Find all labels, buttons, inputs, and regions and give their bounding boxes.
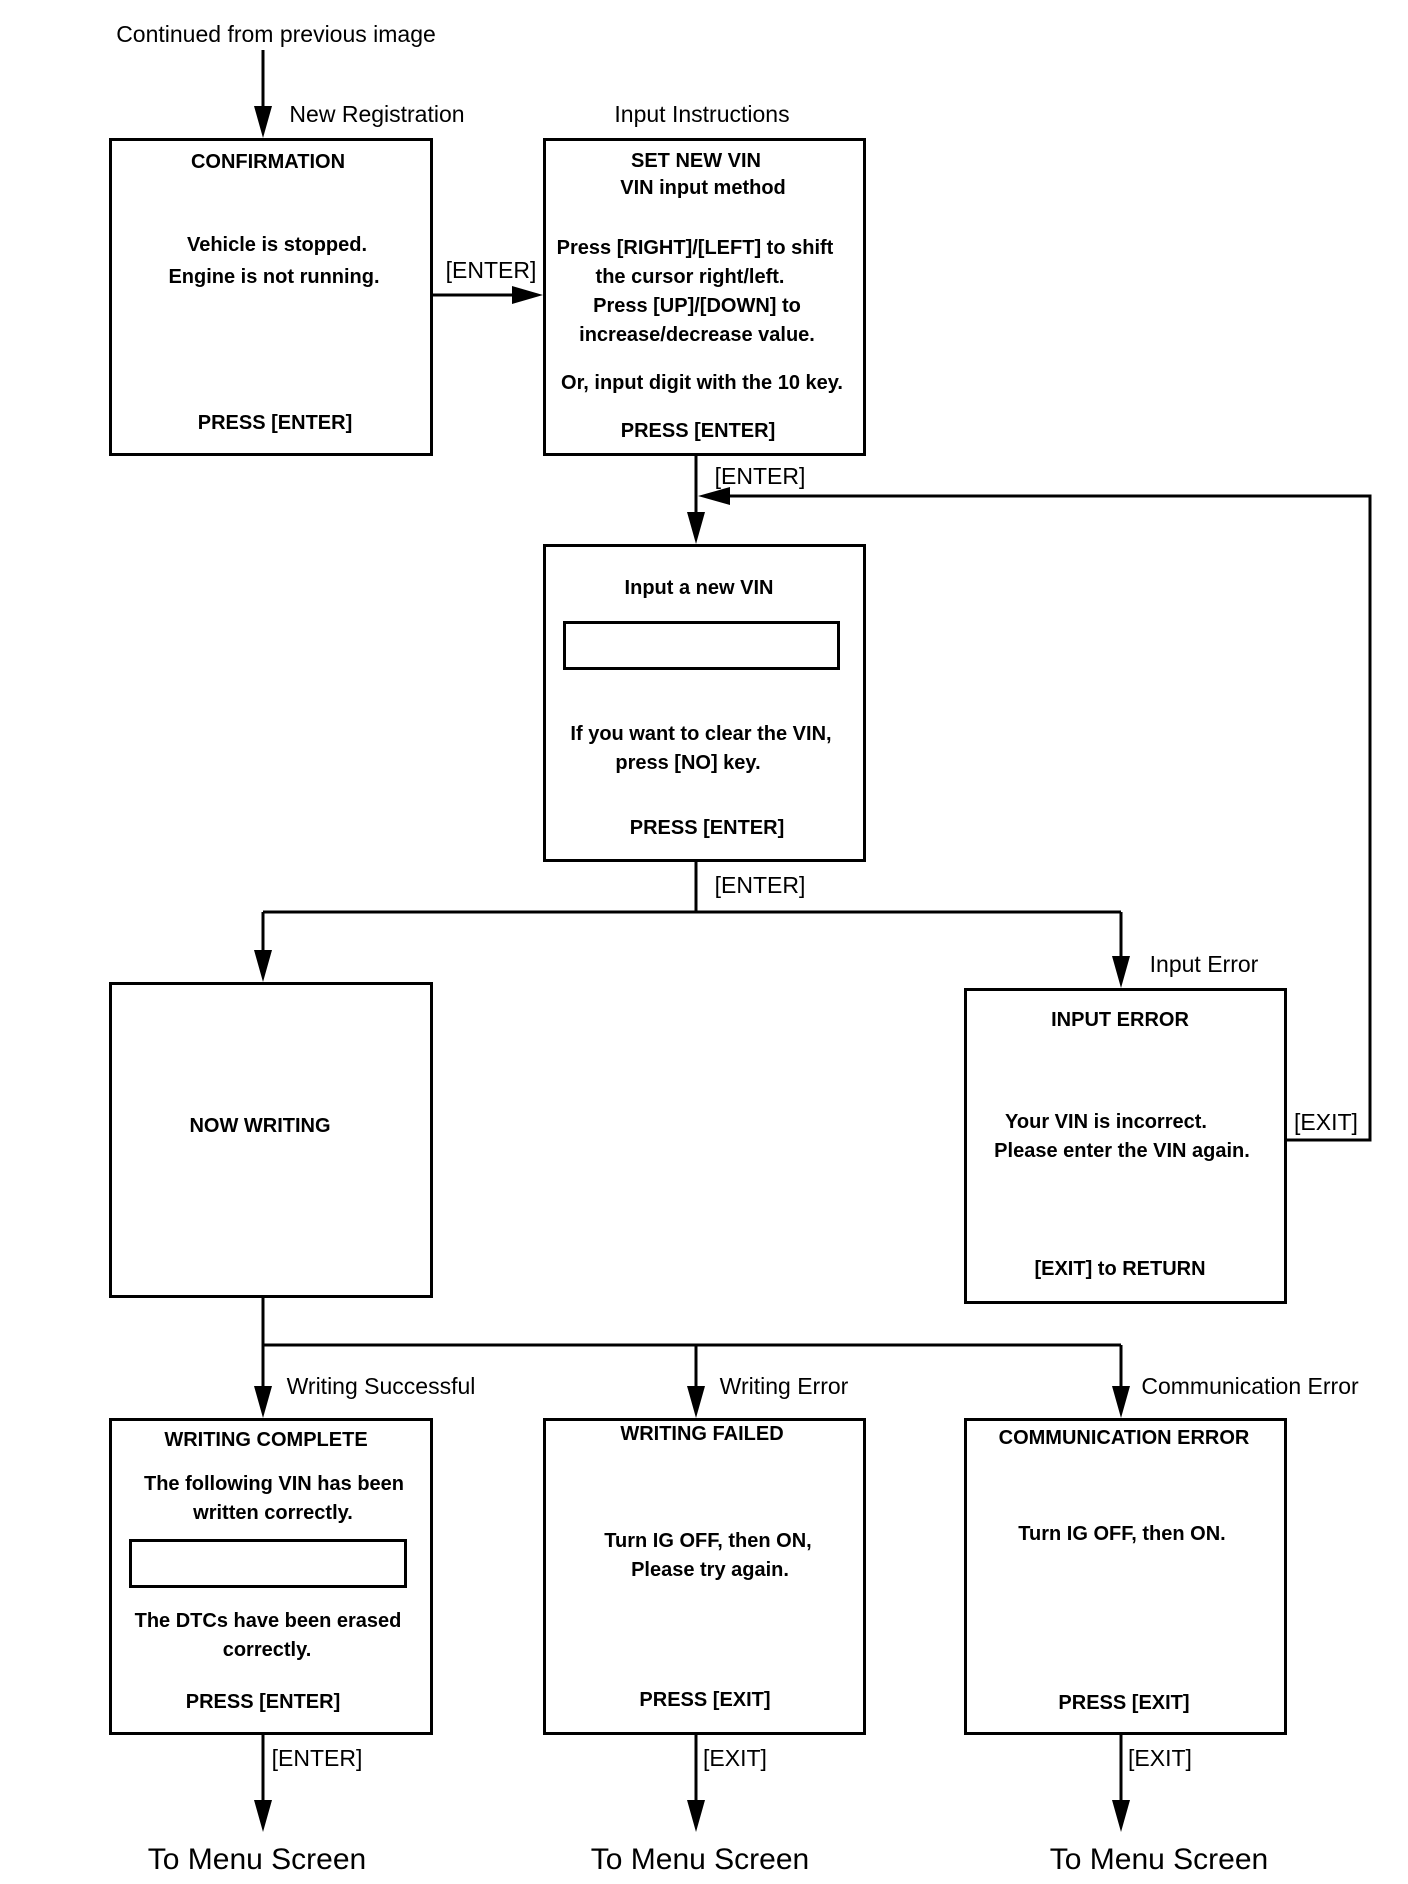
comm-error-title: COMMUNICATION ERROR	[998, 1427, 1250, 1449]
writing-complete-title: WRITING COMPLETE	[164, 1429, 368, 1451]
now-writing-box	[109, 982, 433, 1298]
bottom-right-arrowhead	[1112, 1800, 1130, 1832]
written-vin-field	[129, 1539, 407, 1588]
set-vin-line2: the cursor right/left.	[595, 266, 785, 288]
set-vin-footer: PRESS [ENTER]	[620, 420, 776, 442]
input-error-line1: Your VIN is incorrect.	[1005, 1111, 1207, 1133]
input-error-line2: Please enter the VIN again.	[994, 1140, 1250, 1162]
set-vin-line5: Or, input digit with the 10 key.	[561, 372, 843, 394]
exit-label-2: [EXIT]	[703, 1745, 767, 1771]
writing-complete-line4: correctly.	[222, 1639, 312, 1661]
bottom-mid-arrowhead	[687, 1800, 705, 1832]
writing-failed-title: WRITING FAILED	[620, 1423, 784, 1445]
writing-complete-line3: The DTCs have been erased	[134, 1610, 402, 1632]
now-writing-title: NOW WRITING	[189, 1115, 331, 1137]
confirmation-footer: PRESS [ENTER]	[197, 412, 353, 434]
to-menu-screen-2: To Menu Screen	[590, 1843, 810, 1876]
entry-arrowhead	[254, 106, 272, 138]
writing-complete-footer: PRESS [ENTER]	[185, 1691, 341, 1713]
set-vin-line1: Press [RIGHT]/[LEFT] to shift	[556, 237, 834, 259]
enter-label-1: [ENTER]	[445, 257, 537, 283]
enter-label-3: [ENTER]	[714, 872, 806, 898]
input-vin-box	[543, 544, 866, 862]
input-error-box	[964, 988, 1287, 1304]
set-vin-title: SET NEW VIN	[630, 150, 762, 172]
confirmation-title: CONFIRMATION	[190, 151, 346, 173]
writing-complete-line1: The following VIN has been	[143, 1473, 405, 1495]
input-error-label: Input Error	[1149, 951, 1259, 977]
writing-failed-box	[543, 1418, 866, 1735]
comm-error-line1: Turn IG OFF, then ON.	[1018, 1523, 1226, 1545]
writing-successful-label: Writing Successful	[286, 1373, 476, 1399]
writing-failed-line1: Turn IG OFF, then ON,	[604, 1530, 812, 1552]
set-vin-line4: increase/decrease value.	[579, 324, 815, 346]
continued-label: Continued from previous image	[116, 21, 436, 47]
writing-complete-line2: written correctly.	[193, 1502, 353, 1524]
enter-label-2: [ENTER]	[714, 463, 806, 489]
split-left-arrowhead	[254, 950, 272, 982]
writing-failed-line2: Please try again.	[631, 1559, 789, 1581]
results-left-arrowhead	[254, 1386, 272, 1418]
writing-error-label: Writing Error	[719, 1373, 849, 1399]
setvin-to-input-arrowhead	[687, 512, 705, 544]
new-registration-label: New Registration	[289, 101, 465, 127]
results-mid-arrowhead	[687, 1386, 705, 1418]
exit-loop-arrowhead	[698, 487, 730, 505]
vin-input-field[interactable]	[563, 621, 840, 670]
confirmation-line2: Engine is not running.	[168, 266, 380, 288]
confirmation-line1: Vehicle is stopped.	[186, 234, 368, 256]
split-right-arrowhead	[1112, 956, 1130, 988]
exit-label-3: [EXIT]	[1128, 1745, 1192, 1771]
input-vin-title: Input a new VIN	[624, 577, 774, 599]
input-instructions-label: Input Instructions	[614, 101, 790, 127]
enter-label-4: [ENTER]	[271, 1745, 363, 1771]
communication-error-box	[964, 1418, 1287, 1735]
bottom-left-arrowhead	[254, 1800, 272, 1832]
confirm-to-setvin-arrowhead	[512, 286, 543, 304]
writing-failed-footer: PRESS [EXIT]	[639, 1689, 771, 1711]
set-vin-line3: Press [UP]/[DOWN] to	[593, 295, 801, 317]
results-right-arrowhead	[1112, 1386, 1130, 1418]
to-menu-screen-3: To Menu Screen	[1049, 1843, 1269, 1876]
to-menu-screen-1: To Menu Screen	[147, 1843, 367, 1876]
communication-error-label: Communication Error	[1141, 1373, 1359, 1399]
set-vin-subtitle: VIN input method	[620, 177, 786, 199]
exit-loop-label: [EXIT]	[1294, 1109, 1358, 1135]
input-vin-footer: PRESS [ENTER]	[629, 817, 785, 839]
exit-loop-line	[720, 494, 1372, 1142]
input-vin-line2: press [NO] key.	[615, 752, 761, 774]
input-error-footer: [EXIT] to RETURN	[1034, 1258, 1206, 1280]
set-new-vin-box	[543, 138, 866, 456]
confirmation-box	[109, 138, 433, 456]
input-vin-line1: If you want to clear the VIN,	[570, 723, 832, 745]
input-error-title: INPUT ERROR	[1051, 1009, 1189, 1031]
comm-error-footer: PRESS [EXIT]	[1058, 1692, 1190, 1714]
